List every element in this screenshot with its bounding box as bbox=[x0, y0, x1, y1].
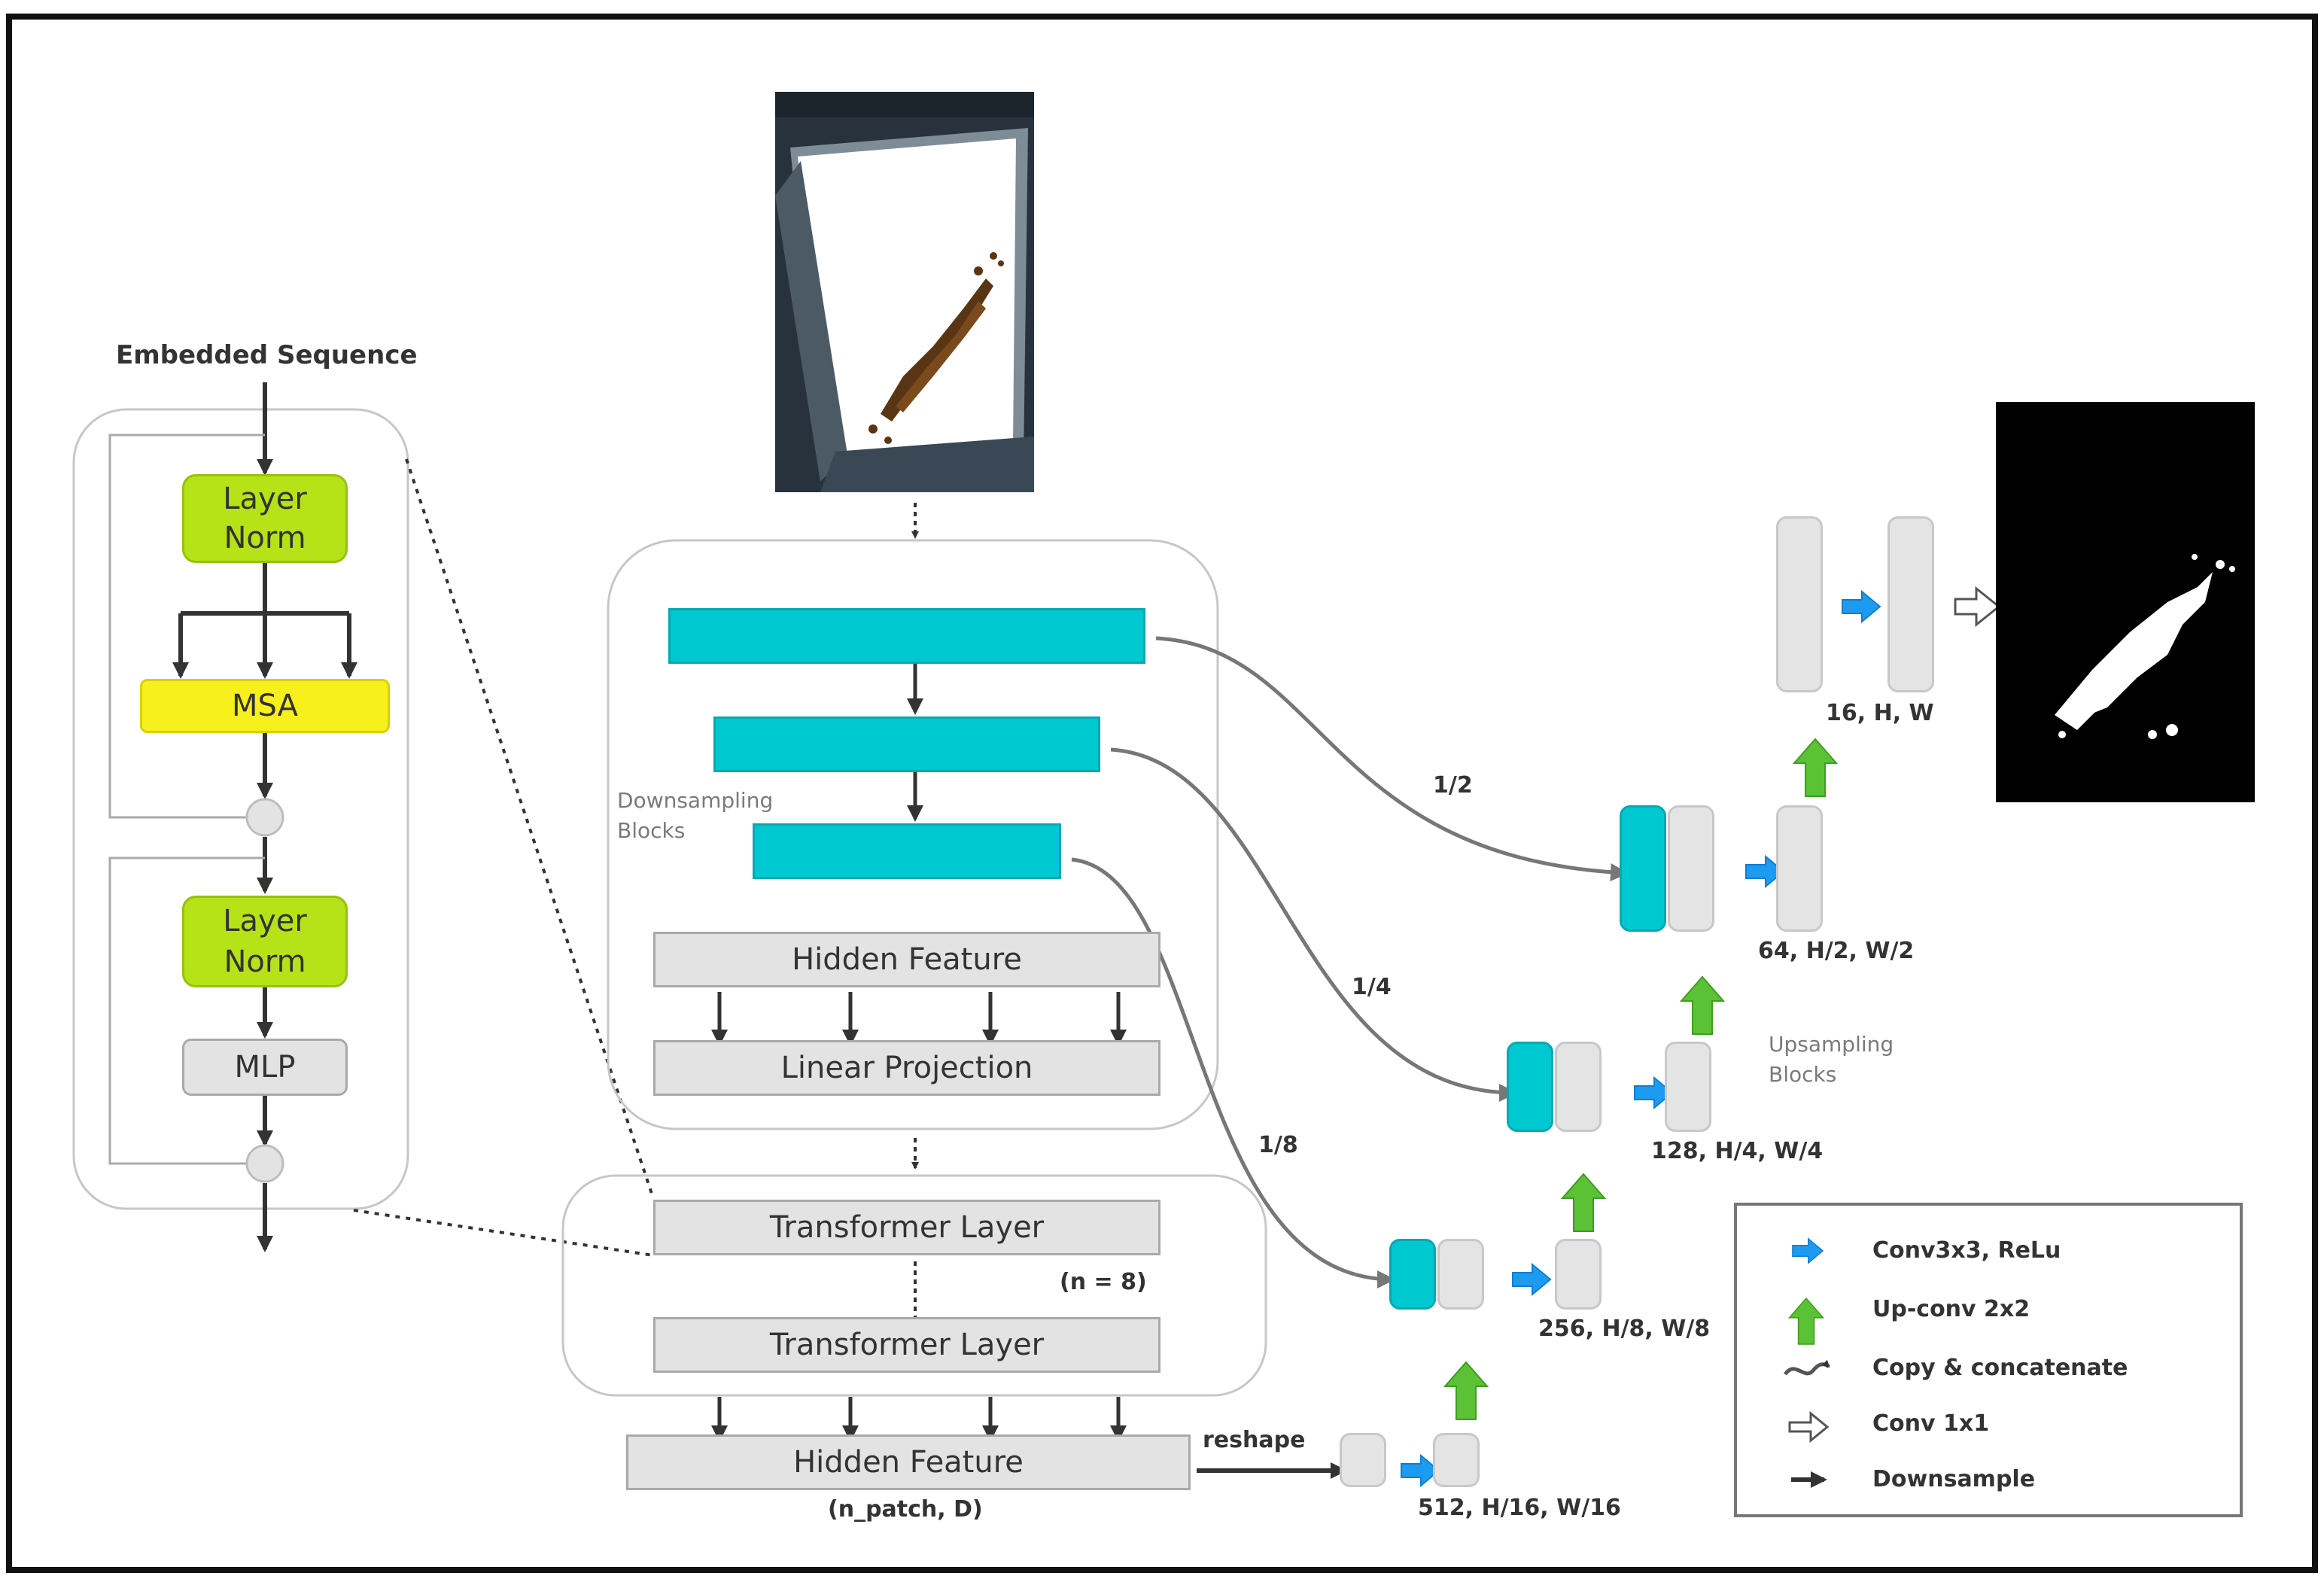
feature-map-256-a bbox=[1437, 1239, 1484, 1310]
conv1x1-arrow bbox=[1954, 586, 2001, 628]
encoder-block-frame bbox=[72, 408, 409, 1210]
feature-map-16-a bbox=[1776, 516, 1823, 692]
linear-projection-block: Linear Projection bbox=[653, 1040, 1160, 1096]
dim-16-label: 16, H, W bbox=[1826, 700, 1934, 726]
input-image bbox=[775, 92, 1034, 492]
feature-map-128-b bbox=[1665, 1042, 1711, 1132]
upconv-arrow-1 bbox=[1444, 1361, 1488, 1420]
mlp-block: MLP bbox=[182, 1039, 348, 1096]
transformer-layer-bottom: Transformer Layer bbox=[653, 1317, 1160, 1373]
skip-label-quarter: 1/4 bbox=[1352, 974, 1392, 1000]
residual-add-2 bbox=[245, 1144, 284, 1183]
upconv-arrow-2 bbox=[1562, 1173, 1605, 1232]
dim-128-label: 128, H/4, W/4 bbox=[1651, 1138, 1824, 1164]
embedded-sequence-label: Embedded Sequence bbox=[116, 340, 418, 370]
downsample-block-2 bbox=[713, 716, 1100, 772]
feature-map-64-b bbox=[1776, 805, 1823, 932]
upconv-arrow-4 bbox=[1793, 738, 1837, 797]
n-layers-label: (n = 8) bbox=[1060, 1269, 1147, 1295]
reshape-label: reshape bbox=[1203, 1427, 1306, 1453]
residual-add-1 bbox=[245, 798, 284, 837]
legend-copy-icon bbox=[1783, 1359, 1830, 1376]
conv3x3-arrow-16 bbox=[1842, 591, 1881, 622]
legend-upconv-label: Up-conv 2x2 bbox=[1872, 1296, 2030, 1322]
transformer-layer-top: Transformer Layer bbox=[653, 1200, 1160, 1255]
legend-green-arrow bbox=[1787, 1297, 1825, 1345]
conv3x3-arrow-256 bbox=[1512, 1264, 1551, 1295]
upsampling-blocks-label: Upsampling Blocks bbox=[1769, 1032, 1894, 1087]
output-mask-image bbox=[1996, 402, 2255, 802]
feature-map-16-b bbox=[1887, 516, 1934, 692]
layer-norm-2: Layer Norm bbox=[182, 896, 348, 987]
cnn-frame bbox=[607, 539, 1219, 1130]
hidden-feature-shape-label: (n_patch, D) bbox=[828, 1496, 983, 1523]
upconv-arrow-3 bbox=[1681, 976, 1724, 1035]
skip-label-half: 1/2 bbox=[1433, 772, 1473, 799]
msa-block: MSA bbox=[140, 679, 390, 733]
legend-hollow-arrow bbox=[1788, 1410, 1830, 1444]
legend-frame bbox=[1734, 1203, 2243, 1517]
legend-downsample-label: Downsample bbox=[1872, 1466, 2036, 1492]
hidden-feature-cnn: Hidden Feature bbox=[653, 932, 1160, 987]
outer-frame bbox=[6, 14, 2318, 1573]
skip-map-1-4 bbox=[1507, 1042, 1553, 1132]
layer-norm-1: Layer Norm bbox=[182, 474, 348, 563]
downsample-block-1 bbox=[668, 608, 1145, 664]
skip-label-eighth: 1/8 bbox=[1258, 1132, 1298, 1158]
skip-map-1-2 bbox=[1620, 805, 1666, 932]
feature-map-256-b bbox=[1555, 1239, 1602, 1310]
legend-conv3x3-label: Conv3x3, ReLu bbox=[1872, 1237, 2061, 1264]
feature-map-64-a bbox=[1668, 805, 1714, 932]
legend-conv1x1-label: Conv 1x1 bbox=[1872, 1410, 1990, 1437]
feature-map-512-a bbox=[1340, 1433, 1386, 1487]
dim-512-label: 512, H/16, W/16 bbox=[1418, 1495, 1621, 1521]
downsample-block-3 bbox=[753, 823, 1061, 879]
downsampling-blocks-label: Downsampling Blocks bbox=[617, 788, 774, 843]
dim-256-label: 256, H/8, W/8 bbox=[1538, 1316, 1711, 1342]
hidden-feature-bottom: Hidden Feature bbox=[626, 1434, 1191, 1490]
dim-64-label: 64, H/2, W/2 bbox=[1758, 938, 1915, 964]
feature-map-128-a bbox=[1555, 1042, 1602, 1132]
legend-copy-label: Copy & concatenate bbox=[1872, 1355, 2128, 1381]
transformer-frame bbox=[561, 1174, 1267, 1397]
skip-map-1-8 bbox=[1389, 1239, 1436, 1310]
feature-map-512-b bbox=[1433, 1433, 1480, 1487]
